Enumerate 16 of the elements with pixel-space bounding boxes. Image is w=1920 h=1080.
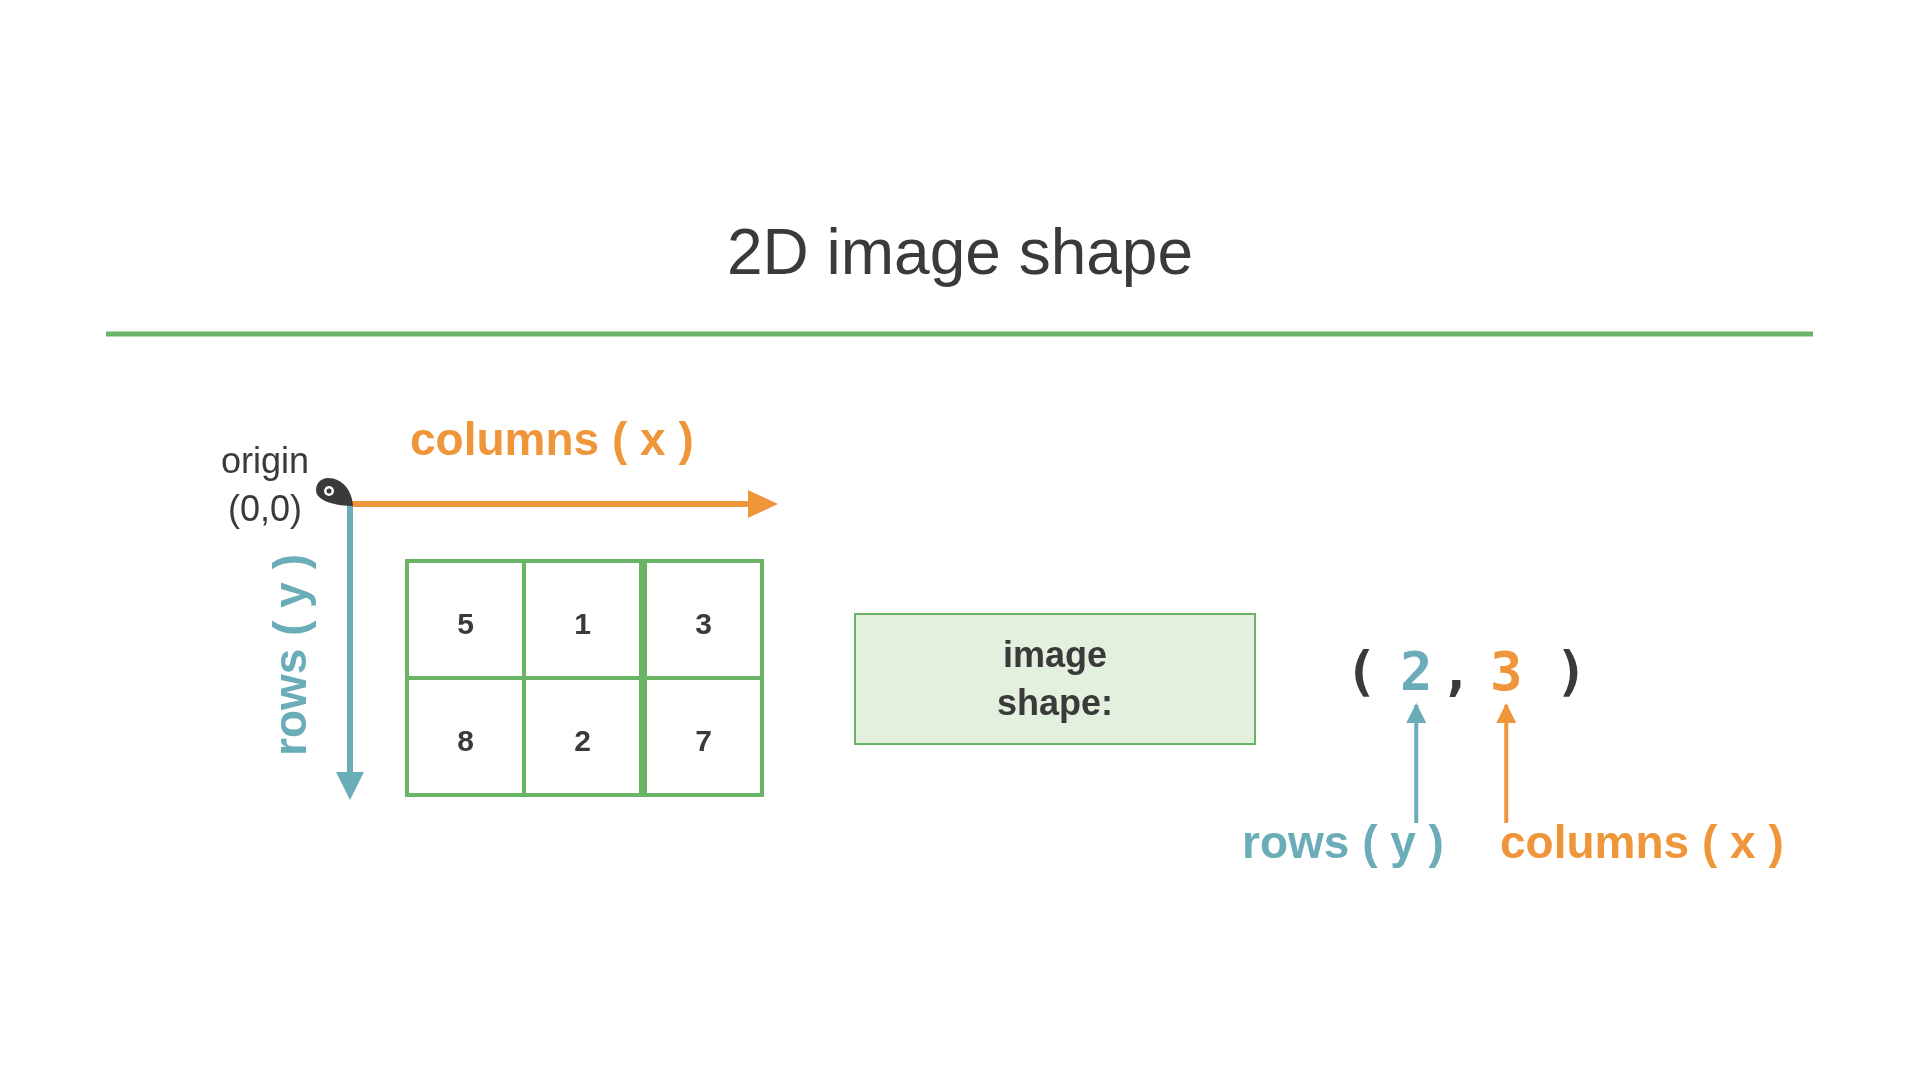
title: 2D image shape	[725, 215, 1195, 289]
arrow	[1406, 703, 1427, 823]
coordinate-label: (0,0)	[227, 488, 303, 530]
axis-label: columns ( x )	[410, 412, 694, 466]
axis-label: rows ( y )	[263, 553, 317, 758]
axis-label: columns ( x )	[1500, 815, 1784, 869]
dimension-value: 2	[1400, 640, 1433, 703]
arrow	[1496, 703, 1517, 823]
tuple-bracket: )	[1555, 640, 1588, 703]
tuple-bracket: (	[1345, 640, 1378, 703]
tuple-comma: ,	[1440, 640, 1473, 703]
axis-label: rows ( y )	[1242, 815, 1444, 869]
origin-label: origin	[219, 440, 311, 482]
box-label: image shape:	[995, 633, 1114, 725]
process-box	[854, 613, 1256, 745]
dimension-value: 3	[1490, 640, 1523, 703]
